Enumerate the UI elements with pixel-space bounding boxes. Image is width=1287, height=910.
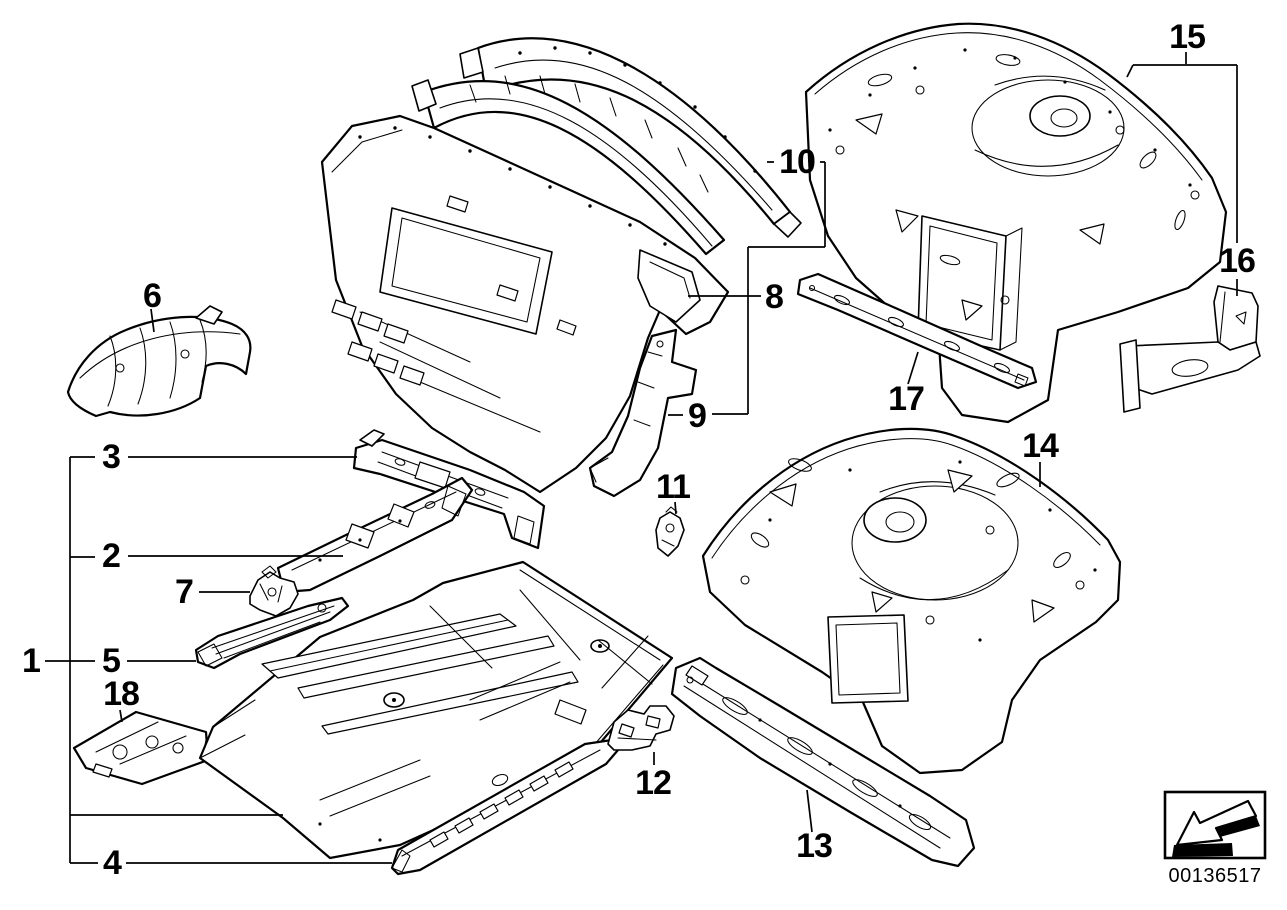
callout-17[interactable]: 17 bbox=[888, 380, 925, 418]
callout-8[interactable]: 8 bbox=[765, 278, 784, 316]
part-9-support-bracket bbox=[588, 328, 698, 498]
part-15-rear-panel bbox=[804, 22, 1228, 424]
direction-arrow-icon bbox=[1172, 799, 1260, 857]
part-10-shelf-arch bbox=[459, 37, 802, 238]
callout-11[interactable]: 11 bbox=[656, 468, 691, 506]
callout-12[interactable]: 12 bbox=[635, 764, 672, 802]
part-5-sill-rail bbox=[194, 596, 350, 670]
callout-13[interactable]: 13 bbox=[796, 827, 833, 865]
callout-3[interactable]: 3 bbox=[102, 438, 121, 476]
part-14-rear-panel bbox=[701, 427, 1122, 775]
part-4-floor-rail bbox=[390, 738, 620, 876]
callout-2[interactable]: 2 bbox=[102, 537, 121, 575]
part-1-floor-pan bbox=[198, 560, 674, 860]
callout-5[interactable]: 5 bbox=[102, 642, 121, 680]
leader-lines bbox=[45, 52, 1238, 864]
callout-10[interactable]: 10 bbox=[779, 143, 816, 181]
part-8-partition-assembly bbox=[320, 75, 730, 494]
part-7-bracket bbox=[249, 565, 299, 617]
part-2-cross-member bbox=[276, 476, 474, 594]
part-17-strip bbox=[796, 272, 1038, 390]
part-11-clip bbox=[655, 506, 685, 557]
callout-14[interactable]: 14 bbox=[1022, 427, 1059, 465]
part-16-bracket bbox=[1119, 285, 1261, 413]
callout-16[interactable]: 16 bbox=[1219, 242, 1256, 280]
callout-18[interactable]: 18 bbox=[103, 675, 140, 713]
part-6-heat-insulation bbox=[66, 305, 252, 418]
callout-1[interactable]: 1 bbox=[22, 642, 41, 680]
image-stamp: 00136517 bbox=[1163, 790, 1267, 887]
callout-7[interactable]: 7 bbox=[175, 573, 194, 611]
callout-15[interactable]: 15 bbox=[1169, 18, 1206, 56]
callout-6[interactable]: 6 bbox=[143, 277, 162, 315]
callout-9[interactable]: 9 bbox=[688, 397, 707, 435]
part-13-cross-member bbox=[670, 656, 976, 868]
stamp-part-number: 00136517 bbox=[1169, 865, 1262, 887]
part-18-plate bbox=[72, 710, 215, 786]
part-12-bracket bbox=[607, 705, 675, 751]
callout-4[interactable]: 4 bbox=[103, 844, 122, 882]
